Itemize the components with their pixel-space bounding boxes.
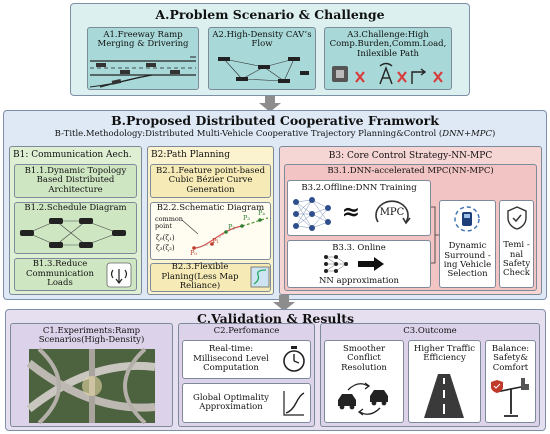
subtitle-text: B-Title.Methodology:Distributed Multi-Ve… xyxy=(54,129,443,140)
c3-smoother-label: Smoother Conflict Resolution xyxy=(341,343,387,373)
eq1-label: ζ₀(ζ₁) xyxy=(156,234,175,242)
growth-curve-icon xyxy=(283,391,305,416)
subtitle-emphasis: DNN+MPC xyxy=(442,129,492,140)
p3-label: P₃ xyxy=(243,214,250,222)
schedule-diagram-icon xyxy=(20,218,126,248)
b2-title: B2:Path Planning xyxy=(151,150,230,160)
bezier-curve-diagram xyxy=(181,217,269,250)
highway-icon xyxy=(424,374,464,418)
c3-smoother-card xyxy=(324,340,404,423)
seat-icon xyxy=(521,378,529,390)
map-path-icon xyxy=(250,266,270,288)
car-icon xyxy=(338,394,356,406)
term-card xyxy=(499,200,534,288)
p4-label: P₄ xyxy=(258,209,265,217)
stopwatch-icon xyxy=(283,346,305,372)
arrow-b-to-c xyxy=(273,295,295,311)
bracket-connector xyxy=(431,206,439,264)
a2-label: A2.High-Density CAV’s Flow xyxy=(212,29,312,49)
c3-balance-label: Balance: Safety& Comfort xyxy=(491,343,530,373)
challenge-icons xyxy=(332,62,443,85)
a1-card xyxy=(87,27,199,90)
freeway-ramp-icon xyxy=(89,56,196,88)
p1-label: P₁ xyxy=(212,237,219,245)
b12-label: B1.2.Schedule Diagram xyxy=(24,202,127,213)
path-icon xyxy=(411,68,427,84)
p0-label: P₀ xyxy=(190,249,197,257)
subtitle-end: ) xyxy=(492,129,496,140)
neural-network-icon xyxy=(293,197,331,231)
b11-card xyxy=(14,164,137,198)
c2-title: C2.Perfomance xyxy=(213,325,280,336)
b12-card xyxy=(14,202,137,254)
cav-flow-icon xyxy=(218,57,309,83)
c3-efficiency-label: Higher Traffic Efficiency xyxy=(413,343,476,363)
b33-title: B3.3. Online xyxy=(332,242,386,253)
section-c-title: C.Validation & Results xyxy=(196,310,355,326)
b21-label: B2.1.Feature point-based Cubic Bézier Cu… xyxy=(155,165,266,195)
b1-title: B1: Communication Aech. xyxy=(13,150,132,160)
c2-optimality-label: Global Optimality Approximation xyxy=(193,392,269,412)
dyn-label: Dynamic Surround -ing Vehicle Selection xyxy=(443,241,492,280)
interchange-photo xyxy=(26,347,156,425)
a1-label: A1.Freeway Ramp Merging & Drivering xyxy=(97,29,189,49)
surround-vehicle-icon xyxy=(454,206,480,232)
shield-check-icon xyxy=(507,206,527,230)
balance-scale-icon xyxy=(491,378,529,417)
p2-label: P₂ xyxy=(228,223,235,231)
a3-label: A3.Challenge:High Comp.Burden,Comm.Load,… xyxy=(329,29,447,59)
conflict-resolution-icon xyxy=(338,382,388,416)
approx-symbol: ≈ xyxy=(341,198,361,225)
mpc-cycle-icon xyxy=(375,200,411,225)
b22-label: B2.2.Schematic Diagram xyxy=(156,202,265,213)
c2-realtime-card xyxy=(182,340,311,379)
term-label: Temi -nal Safety Check xyxy=(502,240,531,279)
signal-down-icon xyxy=(106,262,132,288)
online-nn-icon xyxy=(324,255,384,273)
cross-icon xyxy=(355,71,443,83)
c2-optimality-card xyxy=(182,383,311,423)
b23-label: B2.3.Flexible Planing(Less Map Reliance) xyxy=(161,262,239,292)
b13-label: B1.3.Reduce Communication Loads xyxy=(26,259,94,289)
c1-label: C1.Experiments:Ramp Scenarios(High-Densi… xyxy=(38,325,145,345)
mpc-label: MPC xyxy=(379,206,405,218)
section-b-subtitle: B-Title.Methodology:Distributed Multi-Ve… xyxy=(3,129,547,141)
common-point-label: common point xyxy=(155,215,183,231)
b21-card xyxy=(150,164,271,198)
arrow-right-icon xyxy=(358,257,384,271)
b32-label: B3.2.Offline:DNN Training xyxy=(301,182,417,193)
c2-realtime-label: Real-time: Millisecond Level Computation xyxy=(193,344,269,374)
b11-label: B1.1.Dynamic Topology Based Distributed … xyxy=(24,165,127,195)
section-b-title: B.Proposed Distributed Cooperative Framw… xyxy=(111,112,439,128)
eq2-label: ζ₃(ζ₂) xyxy=(156,244,175,252)
chip-icon xyxy=(332,66,348,82)
antenna-icon xyxy=(379,62,393,85)
b22-card xyxy=(150,202,271,260)
c3-title: C3.Outcome xyxy=(403,325,457,336)
arrow-a-to-b xyxy=(259,96,281,112)
b33-sub: NN approximation xyxy=(318,275,400,286)
b3-title: B3: Core Control Strategy-NN-MPC xyxy=(328,150,493,161)
b31-label: B3.1.DNN-accelerated MPC(NN-MPC) xyxy=(327,165,494,176)
section-a-title: A.Problem Scenario & Challenge xyxy=(155,7,385,23)
